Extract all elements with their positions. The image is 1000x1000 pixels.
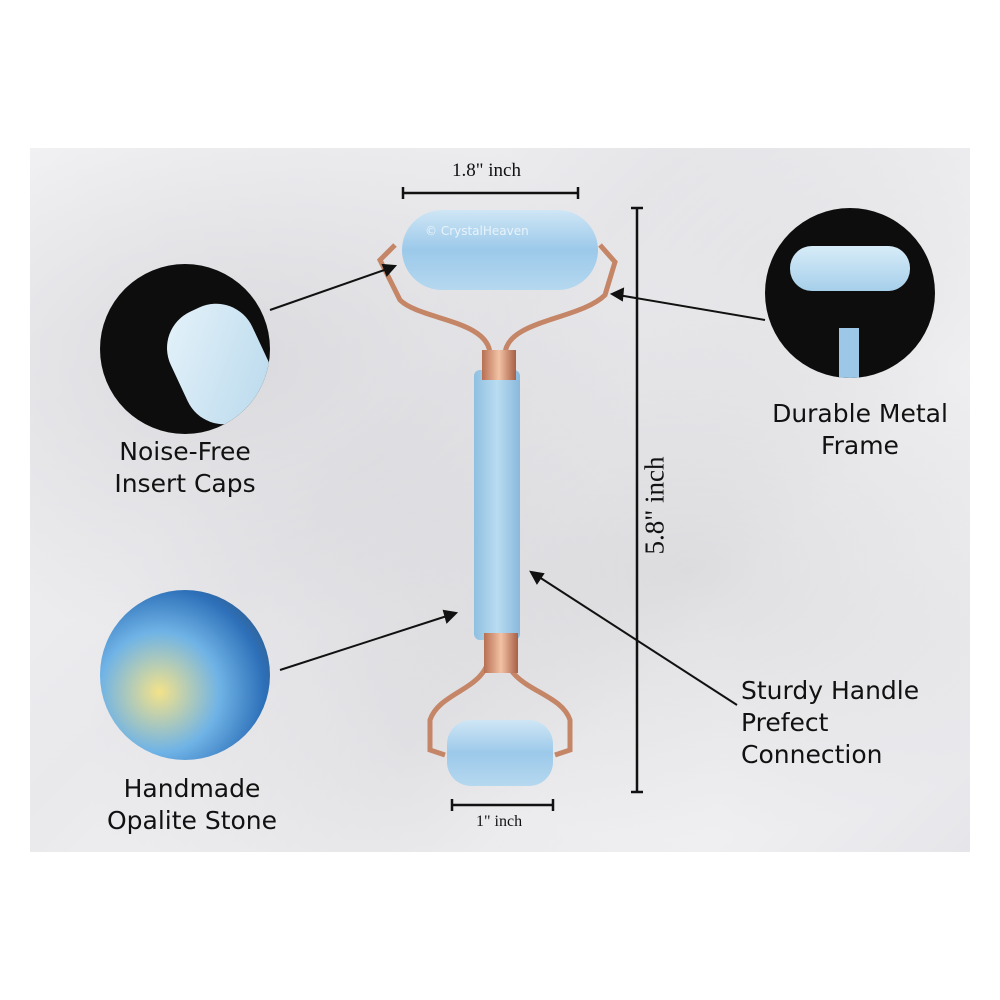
label-line: Durable Metal [772,399,948,428]
insert-caps-photo [100,264,270,434]
label-line: Connection [741,740,883,769]
arrows [269,263,766,706]
metal-frame-photo [765,208,935,378]
top-connector [482,350,516,380]
label-line: Prefect [741,708,829,737]
top-width-label: 1.8" inch [452,160,521,181]
top-roller-stone [402,210,598,290]
bottom-connector [484,633,518,673]
opalite-stone-photo [100,590,270,760]
label-line: Insert Caps [114,469,256,498]
label-line: Handmade [123,774,261,803]
metal-frame-label: Durable Metal Frame [750,398,970,462]
label-line: Frame [821,431,899,460]
handle [474,370,520,640]
bottom-width-label: 1" inch [476,813,523,830]
handle-label: Sturdy Handle Prefect Connection [741,675,919,771]
height-label: 5.8" inch [639,456,670,555]
label-line: Opalite Stone [106,806,278,835]
opalite-label: Handmade Opalite Stone [92,773,292,837]
label-line: Noise-Free [119,437,251,466]
bottom-roller-stone [447,720,553,786]
dimension-lines [401,187,643,811]
label-line: Sturdy Handle [741,676,920,705]
watermark: © CrystalHeaven [425,224,529,238]
insert-caps-label: Noise-Free Insert Caps [100,436,270,500]
